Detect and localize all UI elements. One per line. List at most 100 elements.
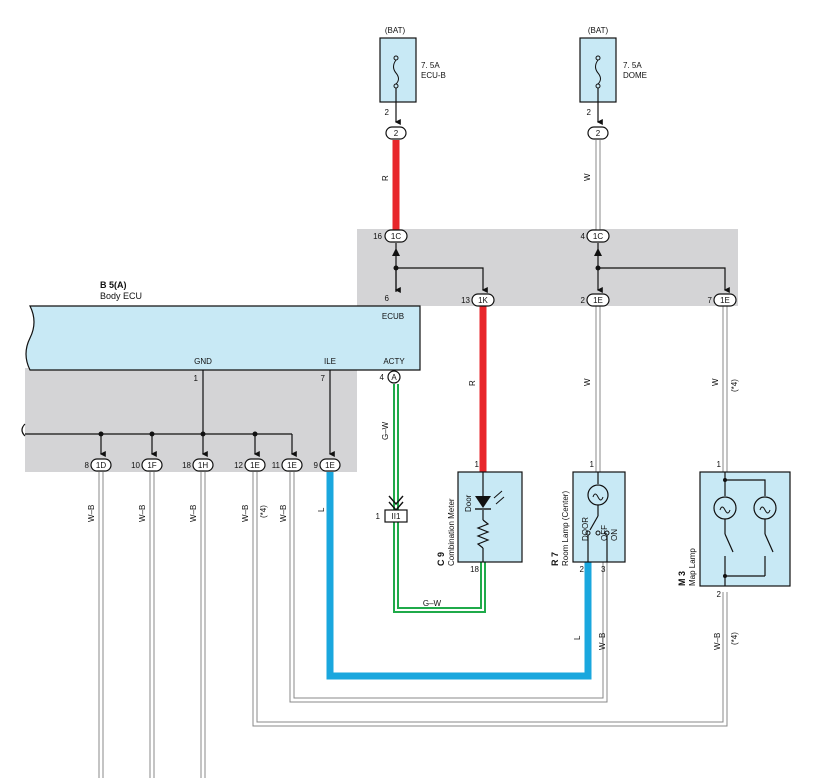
svg-text:II1: II1 (392, 512, 401, 521)
connector-ii1: II1 1 (376, 495, 408, 523)
wire-label: W (583, 378, 592, 386)
switch-pos-door: DOOR (581, 517, 590, 541)
connector-acty-a: 4 A (380, 370, 401, 384)
fuse-source: (BAT) (588, 26, 609, 35)
connector-9-1e: 9 1E (314, 458, 341, 472)
fuse-ecu-b: (BAT) 7. 5A ECU-B (379, 26, 446, 103)
svg-text:2: 2 (581, 296, 586, 305)
ecu-name: Body ECU (100, 291, 142, 301)
connector-2-1e: 2 1E (581, 293, 610, 307)
led-icon (475, 496, 491, 508)
wire-label: R (381, 175, 390, 181)
wire-label: L (573, 635, 582, 640)
svg-text:1E: 1E (720, 296, 730, 305)
wire-label: L (317, 507, 326, 512)
svg-text:13: 13 (461, 296, 470, 305)
ground-bus (21, 370, 335, 457)
room-lamp: 1 DOOR OFF ON 2 3 R 7 Room Lamp (Center) (550, 460, 626, 574)
svg-text:1F: 1F (147, 461, 156, 470)
svg-text:1K: 1K (478, 296, 488, 305)
pin-label: 2 (385, 108, 390, 117)
fuse-name: DOME (623, 71, 647, 80)
svg-text:18: 18 (182, 461, 191, 470)
connector-16-1c: 16 1C (373, 229, 408, 243)
connector-12-1e: 12 1E (234, 458, 266, 472)
resistor-icon (476, 519, 490, 549)
wire-label: (*4) (259, 505, 268, 518)
pin-label: 1 (590, 460, 595, 469)
ecu-terminal-ecub: ECUB (382, 312, 404, 321)
ecu-terminal-gnd: GND (194, 357, 212, 366)
svg-text:10: 10 (131, 461, 140, 470)
meter-name: Combination Meter (447, 498, 456, 566)
switch-pos-off: OFF (600, 525, 609, 541)
fuse-rating: 7. 5A (623, 61, 642, 70)
svg-text:1C: 1C (593, 232, 603, 241)
wire-label: W–B (241, 505, 250, 522)
pin-label: 18 (470, 565, 479, 574)
junction-block-lower (25, 368, 357, 472)
map-lamp: 1 2 M 3 Map Lamp (677, 460, 791, 599)
room-lamp-ref: R 7 (550, 552, 560, 566)
connector-11-1e: 11 1E (272, 458, 303, 472)
wire-blue-ile (326, 472, 592, 680)
pin-label: 1 (475, 460, 480, 469)
connector-fuse-dome: 2 (587, 126, 609, 140)
svg-text:1E: 1E (250, 461, 260, 470)
pin-label: 1 (717, 460, 722, 469)
wire-label: W (711, 378, 720, 386)
wire-label: W–B (87, 505, 96, 522)
wire-label: W–B (598, 633, 607, 650)
connector-13-1k: 13 1K (461, 293, 495, 307)
svg-text:4: 4 (380, 373, 385, 382)
wire-label: W–B (138, 505, 147, 522)
body-ecu: B 5(A) Body ECU ECUB GND ILE ACTY (25, 280, 421, 371)
map-lamp-ref: M 3 (677, 571, 687, 586)
pin-label: 3 (601, 565, 606, 574)
svg-text:1E: 1E (325, 461, 335, 470)
fuse-name: ECU-B (421, 71, 446, 80)
svg-text:1E: 1E (287, 461, 297, 470)
connector-fuse-ecu-b: 2 (385, 126, 407, 140)
combination-meter: 1 Door 18 C 9 Combination Meter (436, 460, 523, 574)
fuse-source: (BAT) (385, 26, 406, 35)
pin-label: 1 (194, 374, 199, 383)
svg-text:4: 4 (581, 232, 586, 241)
pin-label: 6 (385, 294, 390, 303)
connector-7-1e: 7 1E (708, 293, 737, 307)
wire-label: W–B (279, 505, 288, 522)
svg-text:A: A (391, 373, 397, 382)
wire-label: (*4) (730, 379, 739, 392)
fuse-dome: (BAT) 7. 5A DOME (579, 26, 647, 103)
wire-label: W–B (189, 505, 198, 522)
fuse-rating: 7. 5A (421, 61, 440, 70)
svg-text:2: 2 (596, 129, 601, 138)
svg-text:7: 7 (708, 296, 713, 305)
wire-label: W (583, 173, 592, 181)
svg-text:12: 12 (234, 461, 243, 470)
svg-text:1C: 1C (391, 232, 401, 241)
pin-label: 2 (580, 565, 585, 574)
svg-text:8: 8 (85, 461, 90, 470)
meter-ref: C 9 (436, 552, 446, 566)
pin-label: 2 (587, 108, 592, 117)
svg-text:1D: 1D (96, 461, 106, 470)
connector-10-1f: 10 1F (131, 458, 163, 472)
wire-label: (*4) (730, 632, 739, 645)
wire-label: R (468, 380, 477, 386)
svg-text:11: 11 (272, 461, 281, 470)
wire-label: G–W (381, 421, 390, 440)
wire-label: W–B (713, 633, 722, 650)
meter-door-label: Door (464, 494, 473, 512)
room-lamp-name: Room Lamp (Center) (561, 491, 570, 566)
connector-8-1d: 8 1D (85, 458, 112, 472)
map-lamp-name: Map Lamp (688, 548, 697, 586)
connector-18-1h: 18 1H (182, 458, 214, 472)
svg-text:9: 9 (314, 461, 319, 470)
ecu-terminal-ile: ILE (324, 357, 336, 366)
connector-4-1c: 4 1C (581, 229, 610, 243)
svg-text:1: 1 (376, 512, 381, 521)
ecu-terminal-acty: ACTY (383, 357, 405, 366)
svg-text:2: 2 (394, 129, 399, 138)
